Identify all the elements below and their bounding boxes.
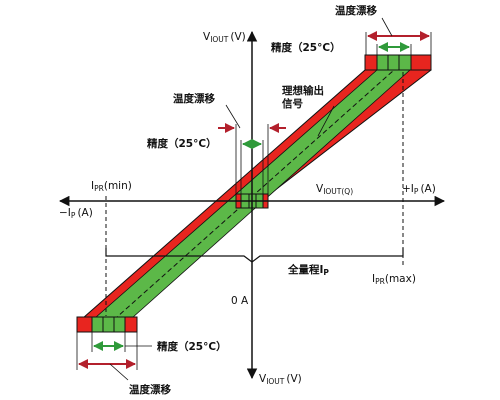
quiescent-output-label: VIOUT(Q): [316, 183, 353, 196]
full-scale-label: 全量程IP: [287, 263, 329, 277]
bottom-end-box-green: [91, 316, 126, 333]
full-scale-brace: [105, 248, 404, 263]
top-end-box-green: [376, 54, 412, 71]
y-axis-top-label: VIOUT(V): [203, 31, 246, 44]
ideal-output-line: [107, 61, 404, 326]
x-axis-negative-label: −IP(A): [59, 207, 93, 220]
top-accuracy-label: 精度（25°C）: [271, 41, 341, 54]
bottom-accuracy-label: 精度（25°C）: [157, 340, 227, 353]
x-axis-positive-label: +IP(A): [402, 183, 436, 196]
ipr-min-label: IPR(min): [91, 180, 132, 193]
ideal-output-label-line2: 信号: [282, 97, 303, 110]
top-temp-drift-label: 温度漂移: [335, 4, 377, 17]
ipr-max-label: IPR(max): [372, 273, 416, 286]
bottom-temp-drift-label: 温度漂移: [129, 383, 171, 396]
center-accuracy-label: 精度（25°C）: [147, 137, 217, 150]
center-temp-drift-label: 温度漂移: [173, 92, 215, 105]
origin-label: 0 A: [231, 295, 249, 307]
ideal-output-label-line1: 理想输出: [282, 84, 324, 97]
y-axis-bottom-label: VIOUT(V): [259, 373, 302, 386]
